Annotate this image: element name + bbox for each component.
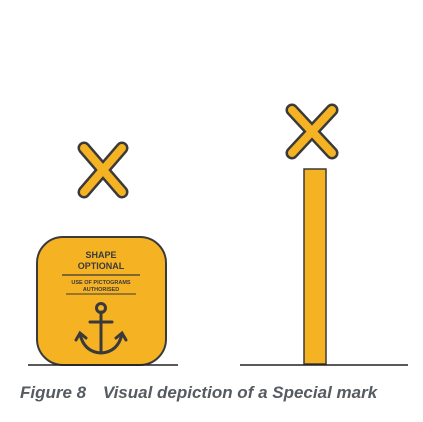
special-mark-diagram: SHAPE OPTIONAL USE OF PICTOGRAMS AUTHORI…: [28, 103, 408, 366]
buoy-topmark-x-cross-icon: [77, 141, 129, 199]
figure-caption-text: Visual depiction of a Special mark: [102, 383, 378, 402]
shape-label-line1: SHAPE: [85, 250, 116, 260]
pictogram-label-line2: AUTHORISED: [83, 287, 119, 293]
special-mark-buoy: SHAPE OPTIONAL USE OF PICTOGRAMS AUTHORI…: [36, 236, 167, 366]
pictogram-label-line1: USE OF PICTOGRAMS: [71, 280, 131, 286]
pillar-topmark-x-cross-icon: [285, 103, 339, 160]
figure-number: Figure 8: [20, 383, 87, 402]
shape-label-line2: OPTIONAL: [78, 261, 125, 271]
anchor-icon: [74, 302, 128, 355]
special-mark-pillar: [303, 168, 327, 365]
figure-caption: Figure 8 Visual depiction of a Special m…: [20, 383, 420, 403]
